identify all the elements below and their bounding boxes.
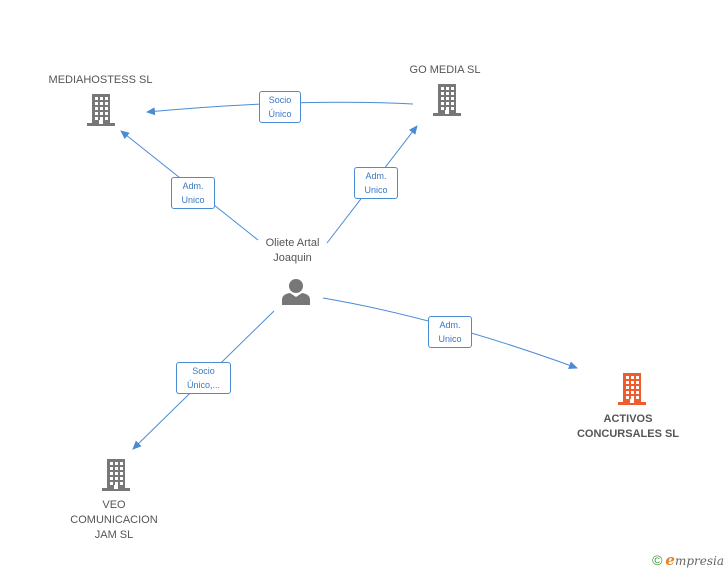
node-label-gomedia[interactable]: GO MEDIA SL xyxy=(409,64,481,76)
edge-label-person-activos: Adm. Unico xyxy=(428,316,472,348)
brand-logo: empresia xyxy=(665,551,724,569)
node-label-veo[interactable]: VEO COMUNICACION JAM SL xyxy=(70,499,158,541)
edge-label-gomedia-mediahostess: Socio Único xyxy=(259,91,301,123)
edge-label-person-gomedia: Adm. Unico xyxy=(354,167,398,199)
building-icon[interactable] xyxy=(86,93,116,132)
node-label-mediahostess[interactable]: MEDIAHOSTESS SL xyxy=(48,74,153,86)
building-icon[interactable] xyxy=(101,458,131,497)
node-label-activos[interactable]: ACTIVOS CONCURSALES SL xyxy=(576,413,680,440)
building-icon[interactable] xyxy=(432,83,462,122)
building-icon[interactable] xyxy=(617,372,647,411)
node-label-person[interactable]: Oliete Artal Joaquin xyxy=(265,237,320,264)
edge-label-person-veo: Socio Único,... xyxy=(176,362,231,394)
copyright-symbol: © xyxy=(652,552,663,568)
edge-label-person-mediahostess: Adm. Unico xyxy=(171,177,215,209)
person-icon[interactable] xyxy=(281,276,311,311)
brand-footer: ©empresia xyxy=(652,551,724,569)
